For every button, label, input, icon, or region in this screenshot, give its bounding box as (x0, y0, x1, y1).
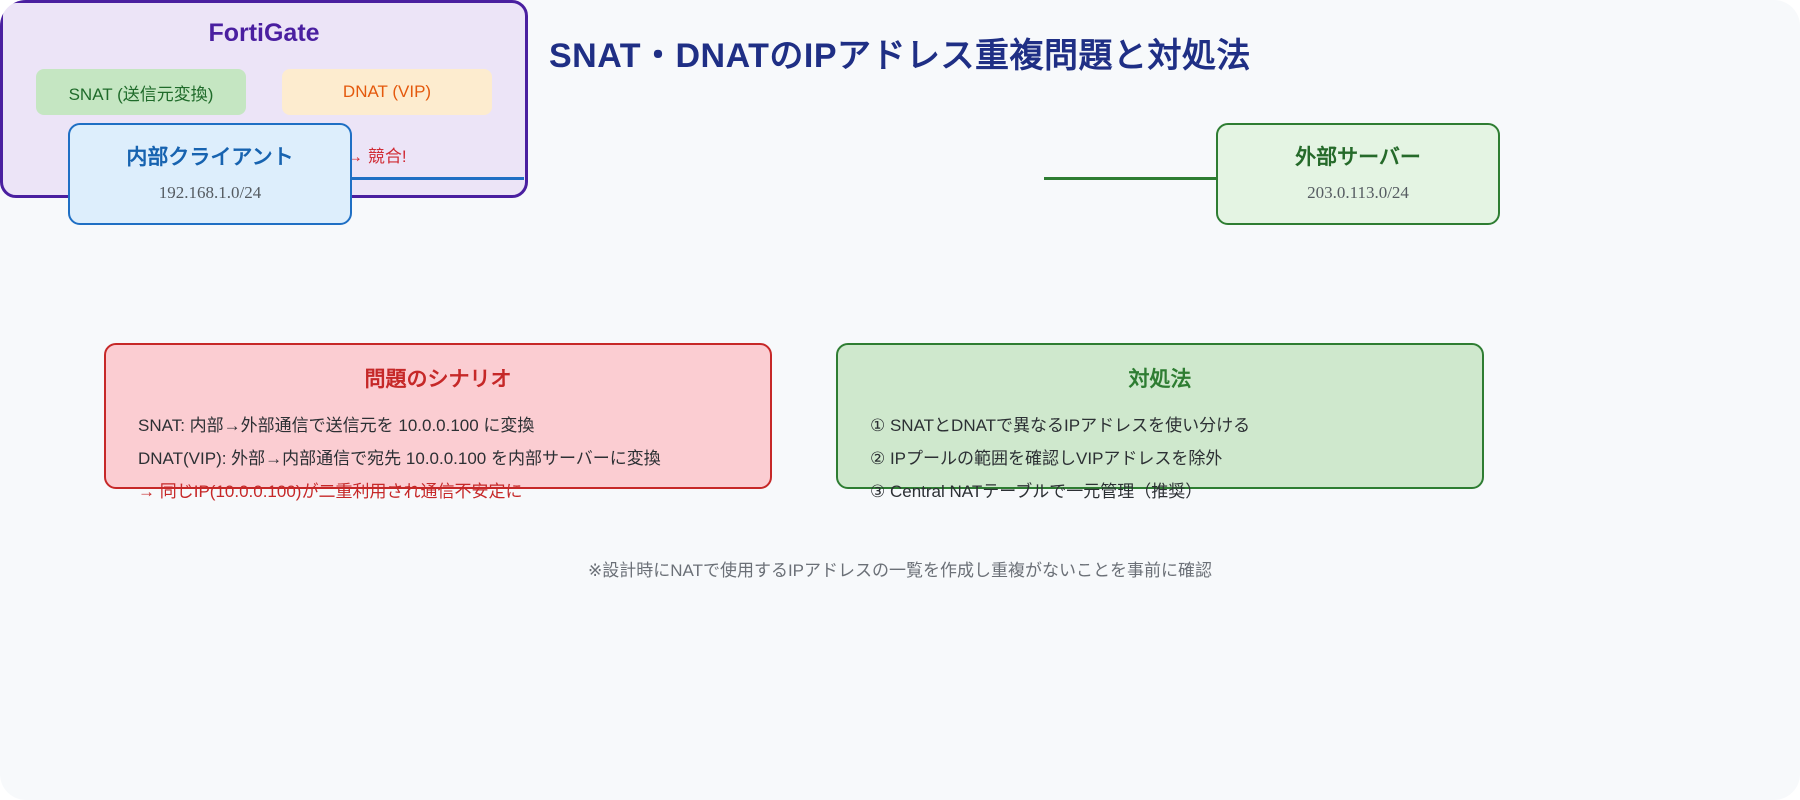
panel-problem-line-1: SNAT: 内部→外部通信で送信元を 10.0.0.100 に変換 (138, 416, 535, 435)
panel-solution-line-2: ② IPプールの範囲を確認しVIPアドレスを除外 (870, 449, 1223, 469)
panel-problem-scenario: 問題のシナリオ SNAT: 内部→外部通信で送信元を 10.0.0.100 に変… (104, 343, 772, 501)
panel-problem-line-3: → 同じIP(10.0.0.100)が二重利用され通信不安定に (138, 482, 523, 502)
node-external-server[interactable]: 外部サーバー 203.0.113.0/24 (1216, 123, 1500, 225)
panel-solution-title: 対処法 (1128, 368, 1192, 391)
link-fortigate-to-server (1044, 177, 1217, 180)
badge-dnat[interactable]: DNAT (VIP) (282, 69, 492, 115)
footer-note: ※設計時にNATで使用するIPアドレスの一覧を作成し重複がないことを事前に確認 (587, 561, 1213, 580)
panel-solution-line-1: ① SNATとDNATで異なるIPアドレスを使い分ける (870, 416, 1251, 435)
panel-problem-line-2: DNAT(VIP): 外部→内部通信で宛先 10.0.0.100 を内部サーバー… (138, 449, 661, 469)
panel-solution-line-3: ③ Central NATテーブルで一元管理（推奨） (870, 482, 1203, 502)
link-client-to-fortigate (352, 177, 524, 180)
node-external-server-label: 外部サーバー (1295, 146, 1421, 170)
page-title: SNAT・DNATのIPアドレス重複問題と対処法 (548, 37, 1252, 75)
panel-solution: 対処法 ① SNATとDNATで異なるIPアドレスを使い分ける ② IPプールの… (836, 343, 1484, 501)
node-internal-client-subnet: 192.168.1.0/24 (158, 182, 262, 202)
node-fortigate-label: FortiGate (208, 19, 320, 47)
node-internal-client-label: 内部クライアント (126, 146, 294, 170)
node-external-server-subnet: 203.0.113.0/24 (1307, 182, 1409, 202)
node-internal-client[interactable]: 内部クライアント 192.168.1.0/24 (68, 123, 352, 225)
nat-badge-group: SNAT (送信元変換) DNAT (VIP) (3, 69, 525, 115)
panel-problem-title: 問題のシナリオ (364, 368, 512, 391)
badge-snat[interactable]: SNAT (送信元変換) (36, 69, 246, 115)
